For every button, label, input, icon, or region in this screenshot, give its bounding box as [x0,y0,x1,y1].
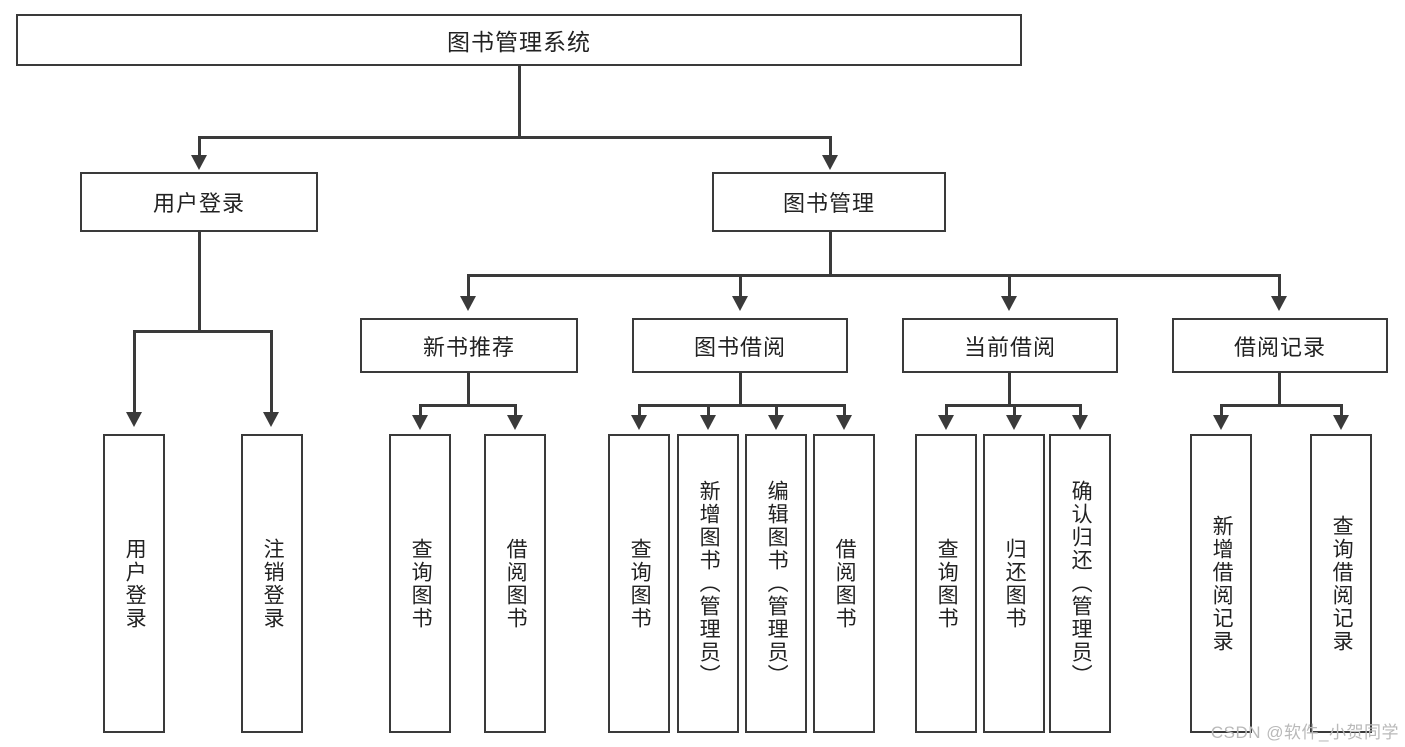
leaf-user-login[interactable]: 用户登录 [103,434,165,733]
connector-record-leaf-1 [1220,404,1223,418]
node-borrow-record[interactable]: 借阅记录 [1172,318,1388,373]
node-book-borrow[interactable]: 图书借阅 [632,318,848,373]
connector-root-stem [518,66,521,138]
leaf-label: 新增图书（管理员） [697,480,721,687]
leaf-query-book-current[interactable]: 查询图书 [915,434,977,733]
connector-borrow-bus [638,404,846,407]
connector-login-to-leaf-2 [270,330,273,415]
connector-current-leaf-1 [945,404,948,418]
connector-borrow-leaf-1 [638,404,641,418]
node-user-login-label: 用户登录 [152,191,245,216]
connector-root-to-books [829,136,832,158]
arrow-root-to-books [822,155,838,170]
connector-record-stem [1278,373,1281,406]
node-book-management[interactable]: 图书管理 [712,172,946,232]
node-current-borrow-label: 当前借阅 [963,334,1056,360]
leaf-add-borrow-record[interactable]: 新增借阅记录 [1190,434,1252,733]
leaf-label: 编辑图书（管理员） [765,480,789,687]
leaf-label: 归还图书 [1003,537,1027,630]
connector-borrow-leaf-3 [775,404,778,418]
leaf-borrow-book-newbook[interactable]: 借阅图书 [484,434,546,733]
leaf-query-borrow-record[interactable]: 查询借阅记录 [1310,434,1372,733]
connector-record-leaf-2 [1340,404,1343,418]
leaf-label: 借阅图书 [833,537,857,630]
leaf-edit-book-admin[interactable]: 编辑图书（管理员） [745,434,807,733]
leaf-label: 借阅图书 [504,537,528,630]
arrow-books-to-g4 [1271,296,1287,311]
connector-books-to-g3 [1008,274,1011,298]
arrow-root-to-login [191,155,207,170]
connector-root-to-login [198,136,201,158]
arrow-newbook-leaf-1 [412,415,428,430]
leaf-label: 注销登录 [261,537,285,630]
connector-books-to-g2 [739,274,742,298]
arrow-borrow-leaf-2 [700,415,716,430]
node-new-book-recommend[interactable]: 新书推荐 [360,318,578,373]
node-borrow-record-label: 借阅记录 [1233,334,1326,360]
leaf-label: 查询图书 [628,537,652,630]
arrow-borrow-leaf-1 [631,415,647,430]
leaf-confirm-return-admin[interactable]: 确认归还（管理员） [1049,434,1111,733]
arrow-books-to-g3 [1001,296,1017,311]
connector-current-leaf-2 [1013,404,1016,418]
arrow-borrow-leaf-4 [836,415,852,430]
connector-newbook-bus [419,404,517,407]
leaf-label: 查询借阅记录 [1330,514,1354,653]
node-book-borrow-label: 图书借阅 [693,334,786,360]
arrow-current-leaf-2 [1006,415,1022,430]
leaf-label: 查询图书 [935,537,959,630]
leaf-query-book-borrow[interactable]: 查询图书 [608,434,670,733]
connector-borrow-leaf-2 [707,404,710,418]
connector-books-to-g1 [467,274,470,298]
arrow-login-to-leaf-2 [263,412,279,427]
node-root[interactable]: 图书管理系统 [16,14,1022,66]
leaf-query-book-newbook[interactable]: 查询图书 [389,434,451,733]
arrow-record-leaf-2 [1333,415,1349,430]
arrow-current-leaf-1 [938,415,954,430]
connector-books-stem [829,232,832,276]
arrow-current-leaf-3 [1072,415,1088,430]
node-user-login[interactable]: 用户登录 [80,172,318,232]
leaf-label: 新增借阅记录 [1210,514,1234,653]
leaf-add-book-admin[interactable]: 新增图书（管理员） [677,434,739,733]
arrow-login-to-leaf-1 [126,412,142,427]
connector-login-bus [133,330,272,333]
connector-books-bus [467,274,1280,277]
arrow-borrow-leaf-3 [768,415,784,430]
connector-newbook-stem [467,373,470,406]
connector-current-leaf-3 [1079,404,1082,418]
leaf-return-book[interactable]: 归还图书 [983,434,1045,733]
connector-newbook-leaf-1 [419,404,422,418]
arrow-newbook-leaf-2 [507,415,523,430]
arrow-books-to-g2 [732,296,748,311]
leaf-label: 用户登录 [123,537,147,630]
connector-newbook-leaf-2 [514,404,517,418]
leaf-label: 确认归还（管理员） [1069,480,1093,687]
node-new-book-recommend-label: 新书推荐 [422,334,515,360]
arrow-record-leaf-1 [1213,415,1229,430]
arrow-books-to-g1 [460,296,476,311]
connector-login-to-leaf-1 [133,330,136,415]
leaf-label: 查询图书 [409,537,433,630]
connector-borrow-stem [739,373,742,406]
leaf-logout[interactable]: 注销登录 [241,434,303,733]
connector-current-stem [1008,373,1011,406]
connector-root-bus [198,136,831,139]
node-book-management-label: 图书管理 [782,191,875,216]
connector-borrow-leaf-4 [843,404,846,418]
leaf-borrow-book[interactable]: 借阅图书 [813,434,875,733]
connector-record-bus [1220,404,1341,407]
connector-books-to-g4 [1278,274,1281,298]
connector-login-stem [198,232,201,332]
node-current-borrow[interactable]: 当前借阅 [902,318,1118,373]
node-root-label: 图书管理系统 [447,29,591,55]
